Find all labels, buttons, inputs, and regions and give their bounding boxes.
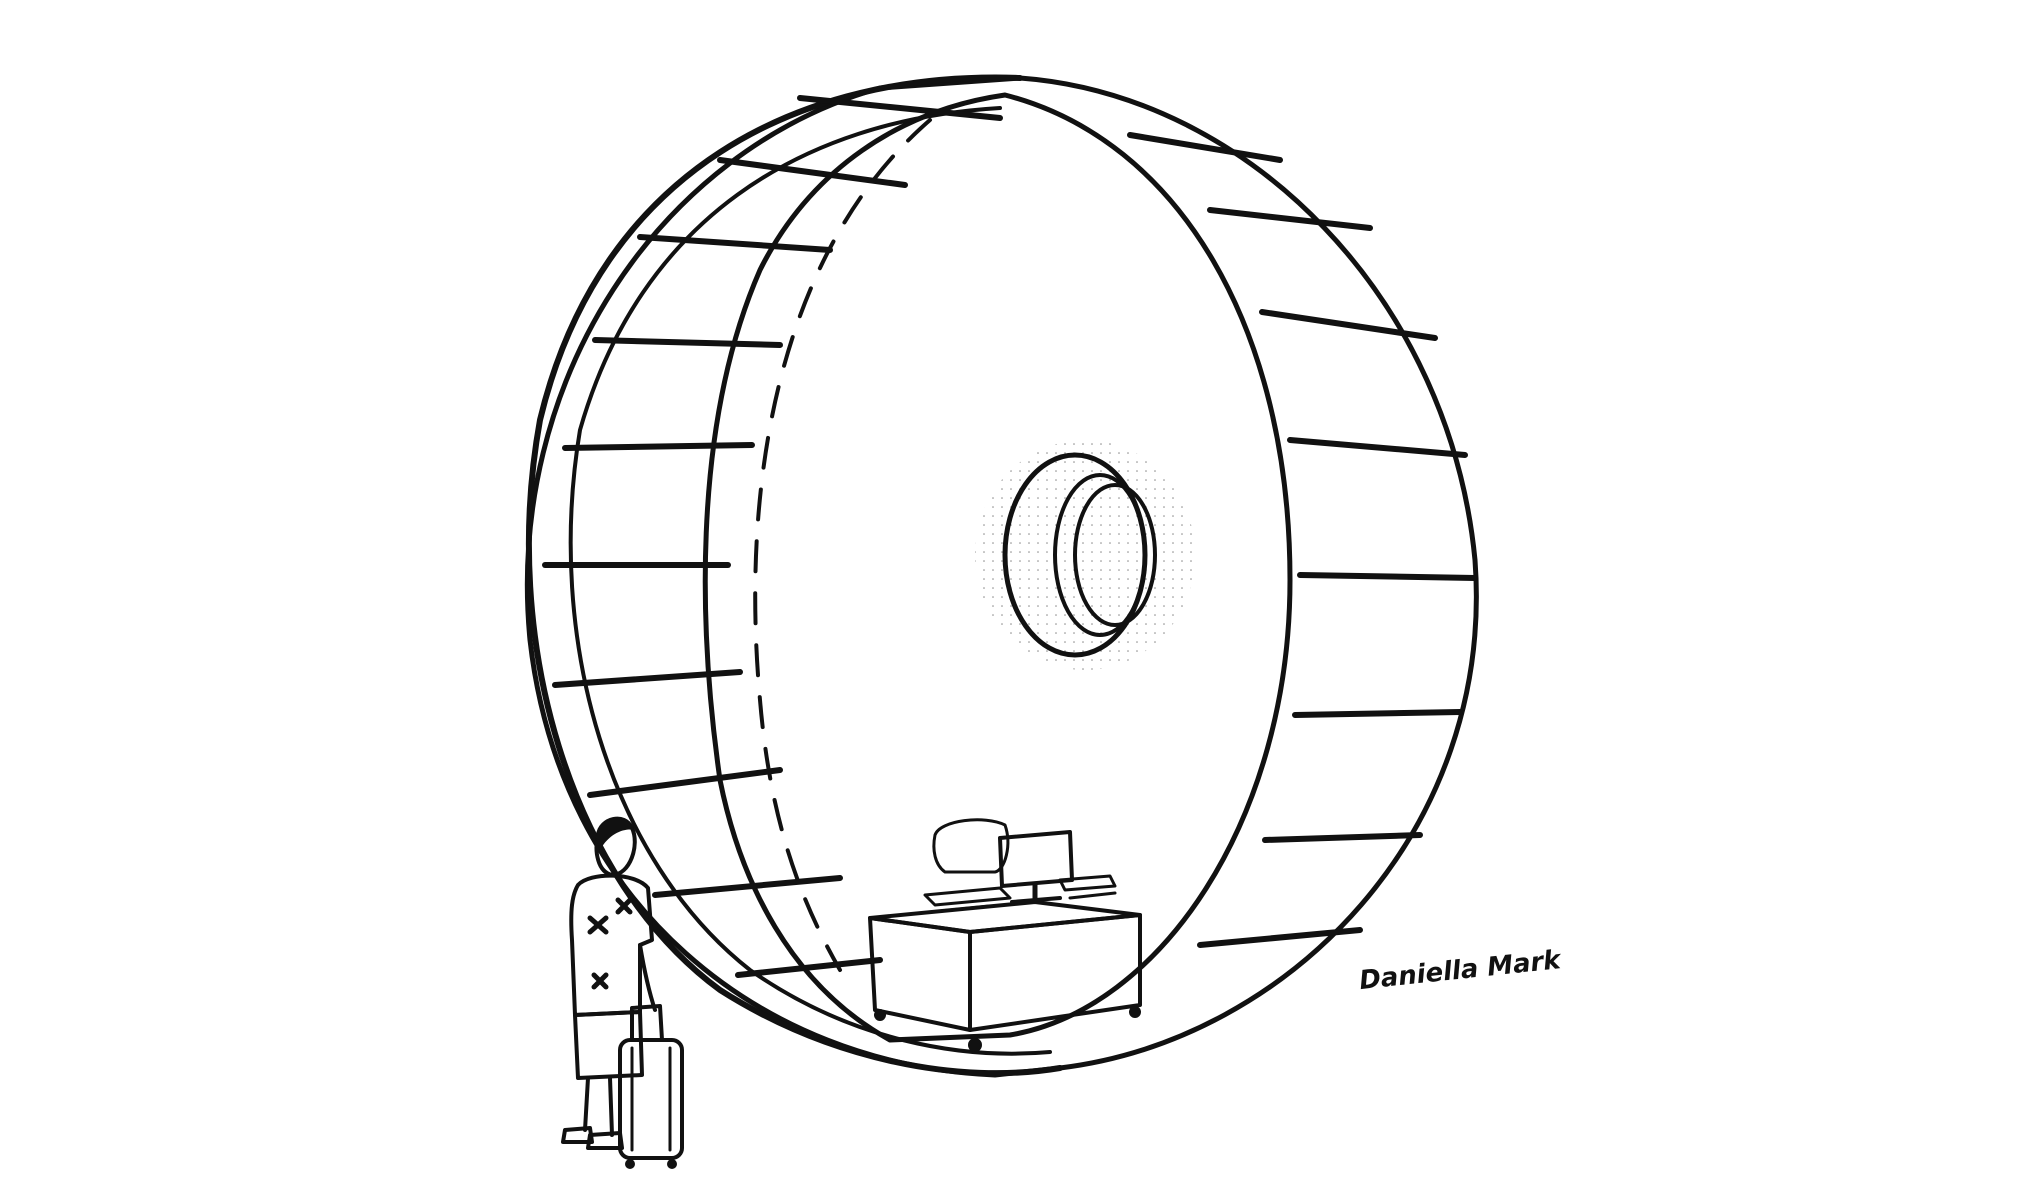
office-chair	[932, 818, 1010, 874]
wheel-hub	[975, 440, 1195, 670]
wheel-inner-curve	[753, 118, 932, 972]
person	[561, 816, 657, 1150]
rolling-suitcase	[618, 1004, 684, 1169]
hamster-wheel	[524, 74, 1479, 1078]
computer-monitor	[998, 830, 1074, 904]
wheel-rungs-right	[1127, 132, 1478, 948]
signature-text: Daniella Mark	[1358, 945, 1564, 996]
wheel-front-rim-inner	[568, 106, 1052, 1056]
wheel-inner-face	[702, 92, 1293, 1043]
wheel-rungs-left	[542, 95, 1003, 978]
artist-signature: Daniella Mark	[1358, 945, 1564, 996]
wheel-front-rim	[525, 74, 1063, 1077]
office-desk	[868, 874, 1142, 1052]
